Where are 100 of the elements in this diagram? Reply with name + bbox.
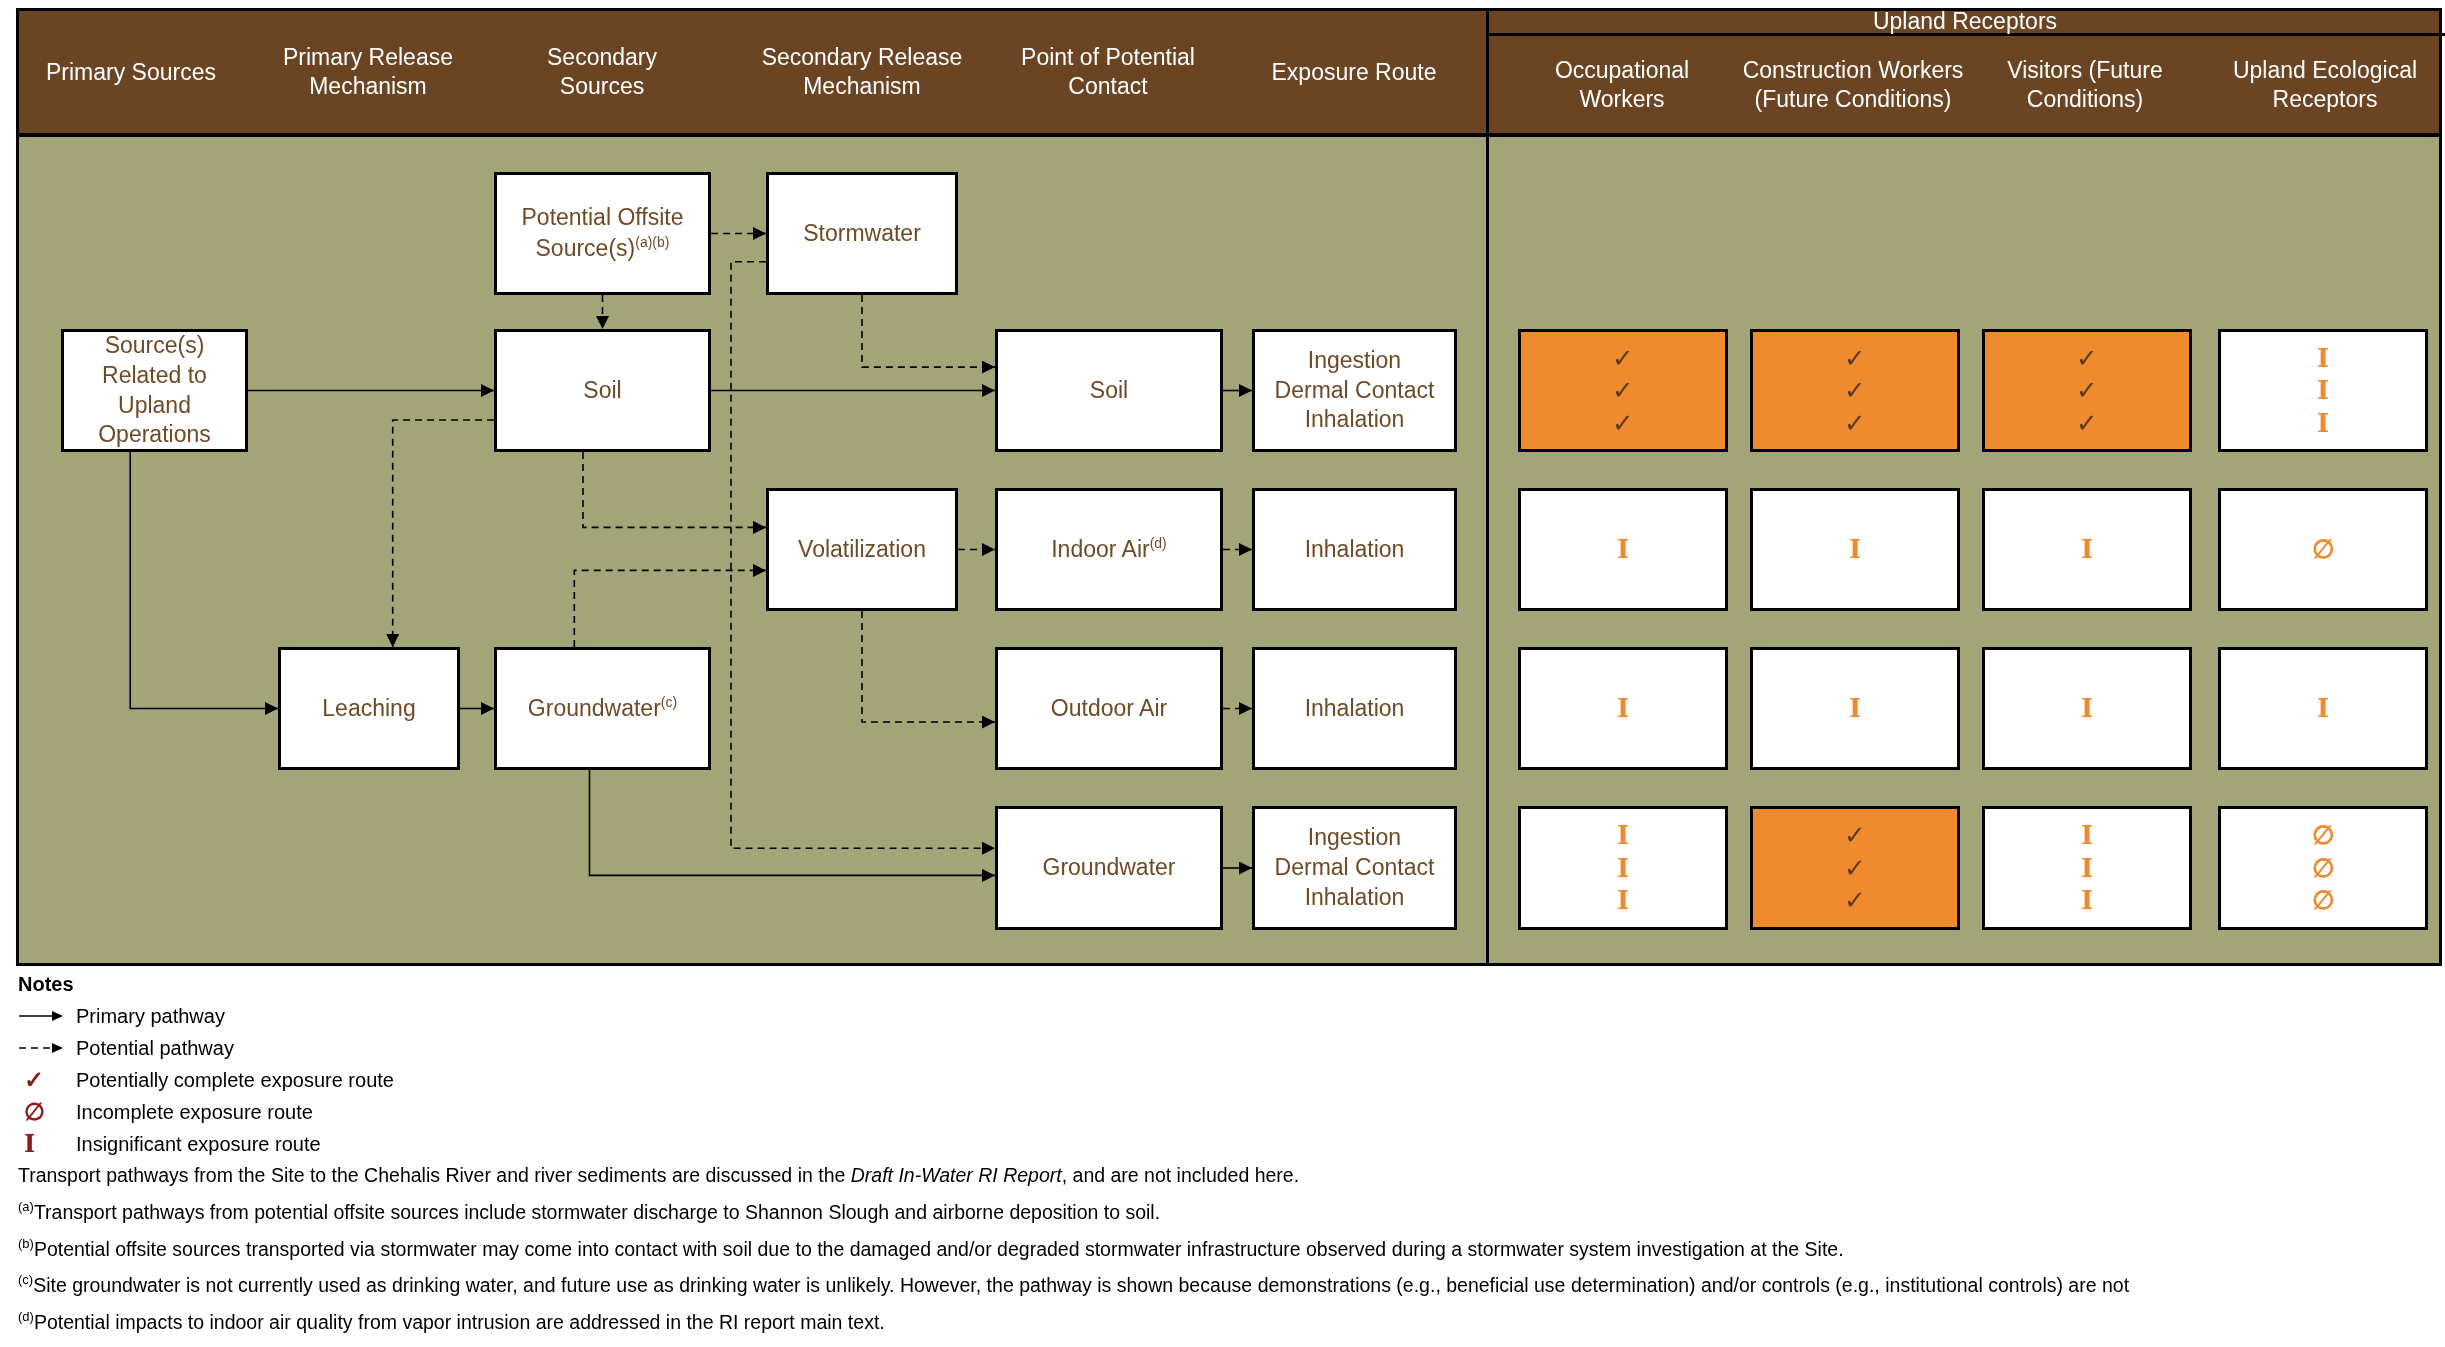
node-label: Soil bbox=[583, 375, 622, 405]
rating-symbol: I bbox=[2080, 851, 2094, 885]
column-header: Visitors (Future Conditions) bbox=[2006, 56, 2164, 114]
arrow bbox=[730, 261, 996, 855]
rating-cell bbox=[1750, 488, 1960, 611]
column-header: Secondary Release Mechanism bbox=[760, 43, 964, 101]
rating-symbol: ✓ bbox=[1844, 341, 1866, 375]
rating-symbol: I bbox=[1848, 692, 1862, 725]
column-header: Point of Potential Contact bbox=[1020, 43, 1196, 101]
rating-cell bbox=[2218, 329, 2428, 452]
node-label: Inhalation bbox=[1304, 405, 1405, 435]
rating-symbol: ✓ bbox=[1612, 341, 1634, 375]
node-label: Inhalation bbox=[1304, 693, 1405, 723]
rating-cell bbox=[1982, 647, 2192, 770]
footnote: $^{(a)}$Transport pathways from potential offsite sources include stormwater discharge to Shannon Slough and airborne deposition to soil. bbox=[18, 1198, 1162, 1225]
column-header: Occupational Workers bbox=[1553, 56, 1691, 114]
footnote: Transport pathways from the Site to the Chehalis River and river sediments are discussed in the Draft In-Water RI Report, and are not included here. bbox=[18, 1163, 1301, 1188]
arrow bbox=[861, 610, 996, 729]
group-header: Upland Receptors bbox=[1871, 6, 2059, 36]
process-box bbox=[494, 647, 711, 770]
process-box bbox=[1252, 329, 1457, 452]
rating-symbol: ✓ bbox=[1844, 819, 1866, 852]
rating-symbol: I bbox=[2080, 533, 2094, 566]
process-box bbox=[995, 647, 1223, 770]
node-label: Source(s) Related to Upland Operations bbox=[97, 330, 212, 450]
process-box bbox=[995, 806, 1223, 930]
node-label: Potential Offsite Source(s)$^{(a)(b)}$ bbox=[520, 203, 685, 263]
process-box bbox=[494, 329, 711, 452]
rating-cell bbox=[1982, 488, 2192, 611]
process-box bbox=[1252, 488, 1457, 611]
footnote: $^{(b)}$Potential offsite sources transported via stormwater may come into contact with soil due to the damaged and/or degraded stormwater infrastructure observed during a stormwater system investigation at the Site. bbox=[18, 1234, 1845, 1262]
arrow bbox=[1222, 861, 1253, 875]
arrow bbox=[596, 294, 609, 330]
footnote: $^{(d)}$Potential impacts to indoor air quality from vapor intrusion are addressed in the RI report main text. bbox=[18, 1307, 886, 1335]
process-box bbox=[494, 172, 711, 295]
rating-cell bbox=[1518, 488, 1728, 611]
rating-symbol: I bbox=[1616, 533, 1630, 566]
rating-cell bbox=[1982, 806, 2192, 930]
rating-symbol: ✓ bbox=[2076, 374, 2098, 407]
rating-symbol: I bbox=[2316, 374, 2330, 407]
node-label: Soil bbox=[1089, 375, 1129, 405]
arrow bbox=[1222, 702, 1253, 715]
rating-symbol: ∅ bbox=[2311, 851, 2335, 885]
column-header: Upland Ecological Receptors bbox=[2231, 56, 2419, 114]
rating-cell bbox=[2218, 647, 2428, 770]
node-label: Outdoor Air bbox=[1050, 693, 1168, 723]
rating-symbol: I bbox=[2316, 406, 2330, 440]
node-label: Dermal Contact bbox=[1274, 375, 1435, 405]
node-label: Volatilization bbox=[798, 534, 926, 564]
rating-symbol: I bbox=[1616, 819, 1630, 852]
legend-label: Potentially complete exposure route bbox=[76, 1068, 394, 1092]
arrow bbox=[573, 563, 767, 648]
legend-symbol: I bbox=[24, 1132, 36, 1156]
legend-symbol: ✓ bbox=[24, 1068, 44, 1092]
rating-cell bbox=[1750, 806, 1960, 930]
rating-symbol: I bbox=[1616, 851, 1630, 885]
process-box bbox=[995, 488, 1223, 611]
rating-cell bbox=[1750, 647, 1960, 770]
arrow bbox=[957, 543, 996, 556]
rating-cell bbox=[1518, 647, 1728, 770]
column-header: Exposure Route bbox=[1270, 57, 1438, 87]
arrow bbox=[459, 702, 495, 715]
rating-symbol: ✓ bbox=[2076, 341, 2098, 375]
footnote: $^{(c)}$Site groundwater is not currently used as drinking water, and future use as drinking water is unlikely. However, the pathway is shown because demonstrations (e.g., beneficial use determination) and/or controls (e.g., institutional controls) are not bbox=[18, 1271, 2131, 1298]
rating-cell bbox=[1518, 806, 1728, 930]
rating-symbol: ✓ bbox=[1844, 851, 1866, 885]
rating-symbol: I bbox=[2316, 341, 2330, 375]
rating-symbol: ✓ bbox=[2076, 406, 2098, 440]
rating-symbol: I bbox=[2080, 819, 2094, 852]
arrow bbox=[386, 419, 495, 648]
column-header: Primary Release Mechanism bbox=[282, 43, 454, 101]
arrow bbox=[247, 384, 495, 397]
legend-label: Primary pathway bbox=[76, 1004, 225, 1028]
rating-symbol: I bbox=[1616, 884, 1630, 917]
arrow bbox=[129, 451, 279, 715]
notes-heading: Notes bbox=[18, 972, 75, 997]
process-box bbox=[1252, 806, 1457, 930]
rating-symbol: ∅ bbox=[2311, 533, 2335, 566]
rating-cell bbox=[1750, 329, 1960, 452]
arrow bbox=[588, 769, 996, 882]
arrow bbox=[1222, 543, 1253, 556]
legend-label: Incomplete exposure route bbox=[76, 1100, 313, 1124]
rating-symbol: I bbox=[2316, 692, 2330, 725]
rating-cell bbox=[1982, 329, 2192, 452]
legend-symbol: ∅ bbox=[24, 1100, 45, 1124]
process-box bbox=[1252, 647, 1457, 770]
arrow bbox=[710, 384, 996, 397]
arrow bbox=[1222, 384, 1253, 397]
rating-symbol: ∅ bbox=[2311, 884, 2335, 917]
node-label: Groundwater$^{(c)}$ bbox=[527, 693, 678, 723]
node-label: Indoor Air$^{(d)}$ bbox=[1051, 534, 1167, 564]
node-label: Groundwater bbox=[1042, 853, 1176, 883]
process-box bbox=[61, 329, 248, 452]
column-header: Construction Workers (Future Conditions) bbox=[1741, 56, 1965, 114]
rating-symbol: ✓ bbox=[1844, 884, 1866, 917]
rating-symbol: ✓ bbox=[1844, 406, 1866, 440]
rating-symbol: ✓ bbox=[1844, 374, 1866, 407]
node-label: Dermal Contact bbox=[1274, 853, 1435, 883]
process-box bbox=[278, 647, 460, 770]
arrow bbox=[710, 227, 767, 240]
